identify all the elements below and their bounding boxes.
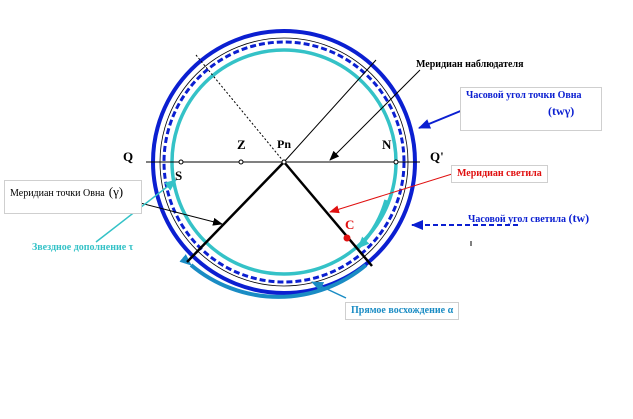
dotted-diagonal: [195, 54, 285, 163]
star-hour-angle-symbol: (tw): [568, 211, 590, 225]
star-meridian-leader: [329, 173, 453, 214]
label-Z: Z: [237, 137, 246, 152]
sidereal-complement-label: Звездное дополнение τ: [32, 242, 134, 253]
right-ascension-label: Прямое восхождение α: [345, 302, 460, 320]
aries-meridian-box: Меридиан точки Овна (γ): [4, 180, 142, 214]
star-meridian-line: [283, 161, 373, 267]
observer-meridian-leader: [329, 69, 421, 161]
label-N: N: [382, 137, 392, 152]
label-Q: Q: [123, 149, 134, 164]
point-Z: [238, 159, 244, 165]
star-hour-angle-label: Часовой угол светила: [468, 214, 566, 225]
star-hour-angle-arc-tip: [356, 199, 388, 250]
observer-meridian-label: Меридиан наблюдателя: [416, 59, 524, 70]
star-hour-angle-box: Часовой угол светила (tw): [468, 212, 589, 225]
aries-meridian-label: Меридиан точки Овна: [10, 188, 105, 199]
label-Q-prime: Q': [430, 149, 444, 164]
point-N: [393, 159, 399, 165]
point-Pn: [281, 159, 287, 165]
label-S: S: [175, 168, 183, 183]
aries-hour-angle-label: Часовой угол точки Овна: [466, 90, 582, 101]
point-C: [343, 234, 351, 242]
aries-hour-angle-leader: [418, 109, 464, 129]
label-C: C: [345, 217, 355, 232]
observer-meridian-line: [283, 59, 377, 163]
label-Pn: Pn: [277, 137, 292, 151]
aries-meridian-symbol: (γ): [108, 184, 124, 199]
aries-hour-angle-box: Часовой угол точки Овна (twγ): [460, 87, 602, 131]
point-S: [178, 159, 184, 165]
right-ascension-arc: [179, 254, 368, 299]
aries-meridian-line: [186, 161, 285, 263]
star-meridian-label: Меридиан светила: [451, 165, 548, 183]
right-ascension-leader: [311, 281, 347, 299]
aries-hour-angle-symbol: (twγ): [548, 104, 575, 118]
